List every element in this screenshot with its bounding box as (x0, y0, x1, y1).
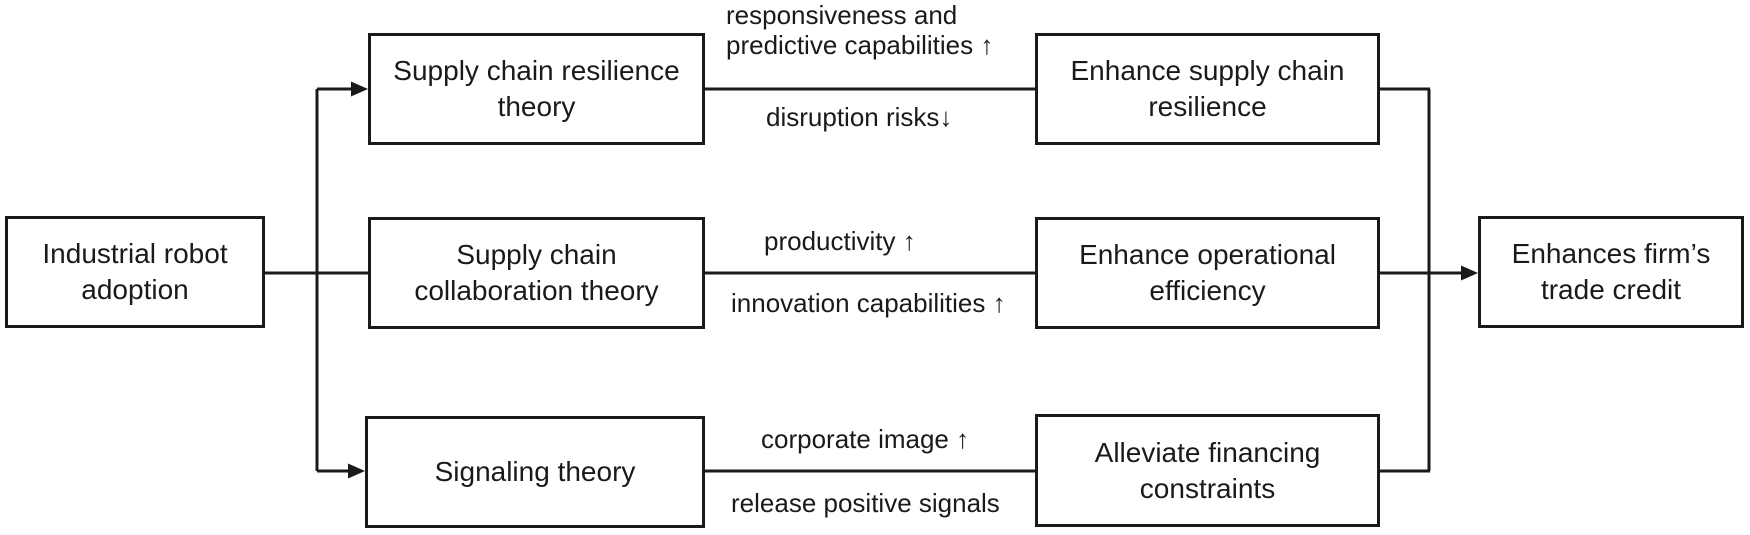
box-enhance-operational-efficiency: Enhance operational efficiency (1035, 217, 1380, 329)
edge-label-innovation-capabilities: innovation capabilities ↑ (731, 288, 1006, 318)
box-signaling-theory: Signaling theory (365, 416, 705, 528)
box-supply-chain-collaboration-theory: Supply chain collaboration theory (368, 217, 705, 329)
arrowhead-icon (348, 463, 365, 479)
box-enhances-firms-trade-credit: Enhances firm’s trade credit (1478, 216, 1744, 328)
edge-label-line: corporate image ↑ (761, 424, 970, 454)
edge-label-disruption-risks: disruption risks↓ (766, 102, 952, 132)
box-label: Supply chain resilience theory (393, 55, 680, 122)
arrowhead-icon (351, 81, 368, 97)
box-label: Signaling theory (434, 456, 636, 487)
box-label: Enhance supply chain resilience (1070, 55, 1345, 122)
edge-label-corporate-image: corporate image ↑ (761, 424, 969, 454)
box-label: Supply chain collaboration theory (414, 239, 659, 306)
edge-label-line: disruption risks↓ (766, 102, 953, 132)
edge-label-line: productivity ↑ (764, 226, 916, 256)
edge-label-productivity: productivity ↑ (764, 226, 916, 256)
box-label: Enhances firm’s trade credit (1511, 238, 1711, 305)
edge-label-release-positive-signals: release positive signals (731, 488, 1000, 518)
box-industrial-robot-adoption: Industrial robot adoption (5, 216, 265, 328)
edge-label-line: responsiveness and (726, 0, 958, 30)
box-label: Enhance operational efficiency (1079, 239, 1336, 306)
box-supply-chain-resilience-theory: Supply chain resilience theory (368, 33, 705, 145)
arrowhead-icon (1461, 265, 1478, 281)
edge-label-responsiveness-predictive: responsiveness and predictive capabiliti… (726, 0, 993, 60)
edge-label-line: innovation capabilities ↑ (731, 288, 1006, 318)
box-alleviate-financing-constraints: Alleviate financing constraints (1035, 414, 1380, 527)
edge-label-line: predictive capabilities ↑ (726, 30, 994, 60)
box-enhance-supply-chain-resilience: Enhance supply chain resilience (1035, 33, 1380, 145)
box-label: Industrial robot adoption (42, 238, 228, 305)
box-label: Alleviate financing constraints (1094, 436, 1321, 504)
edge-label-line: release positive signals (731, 488, 1000, 518)
